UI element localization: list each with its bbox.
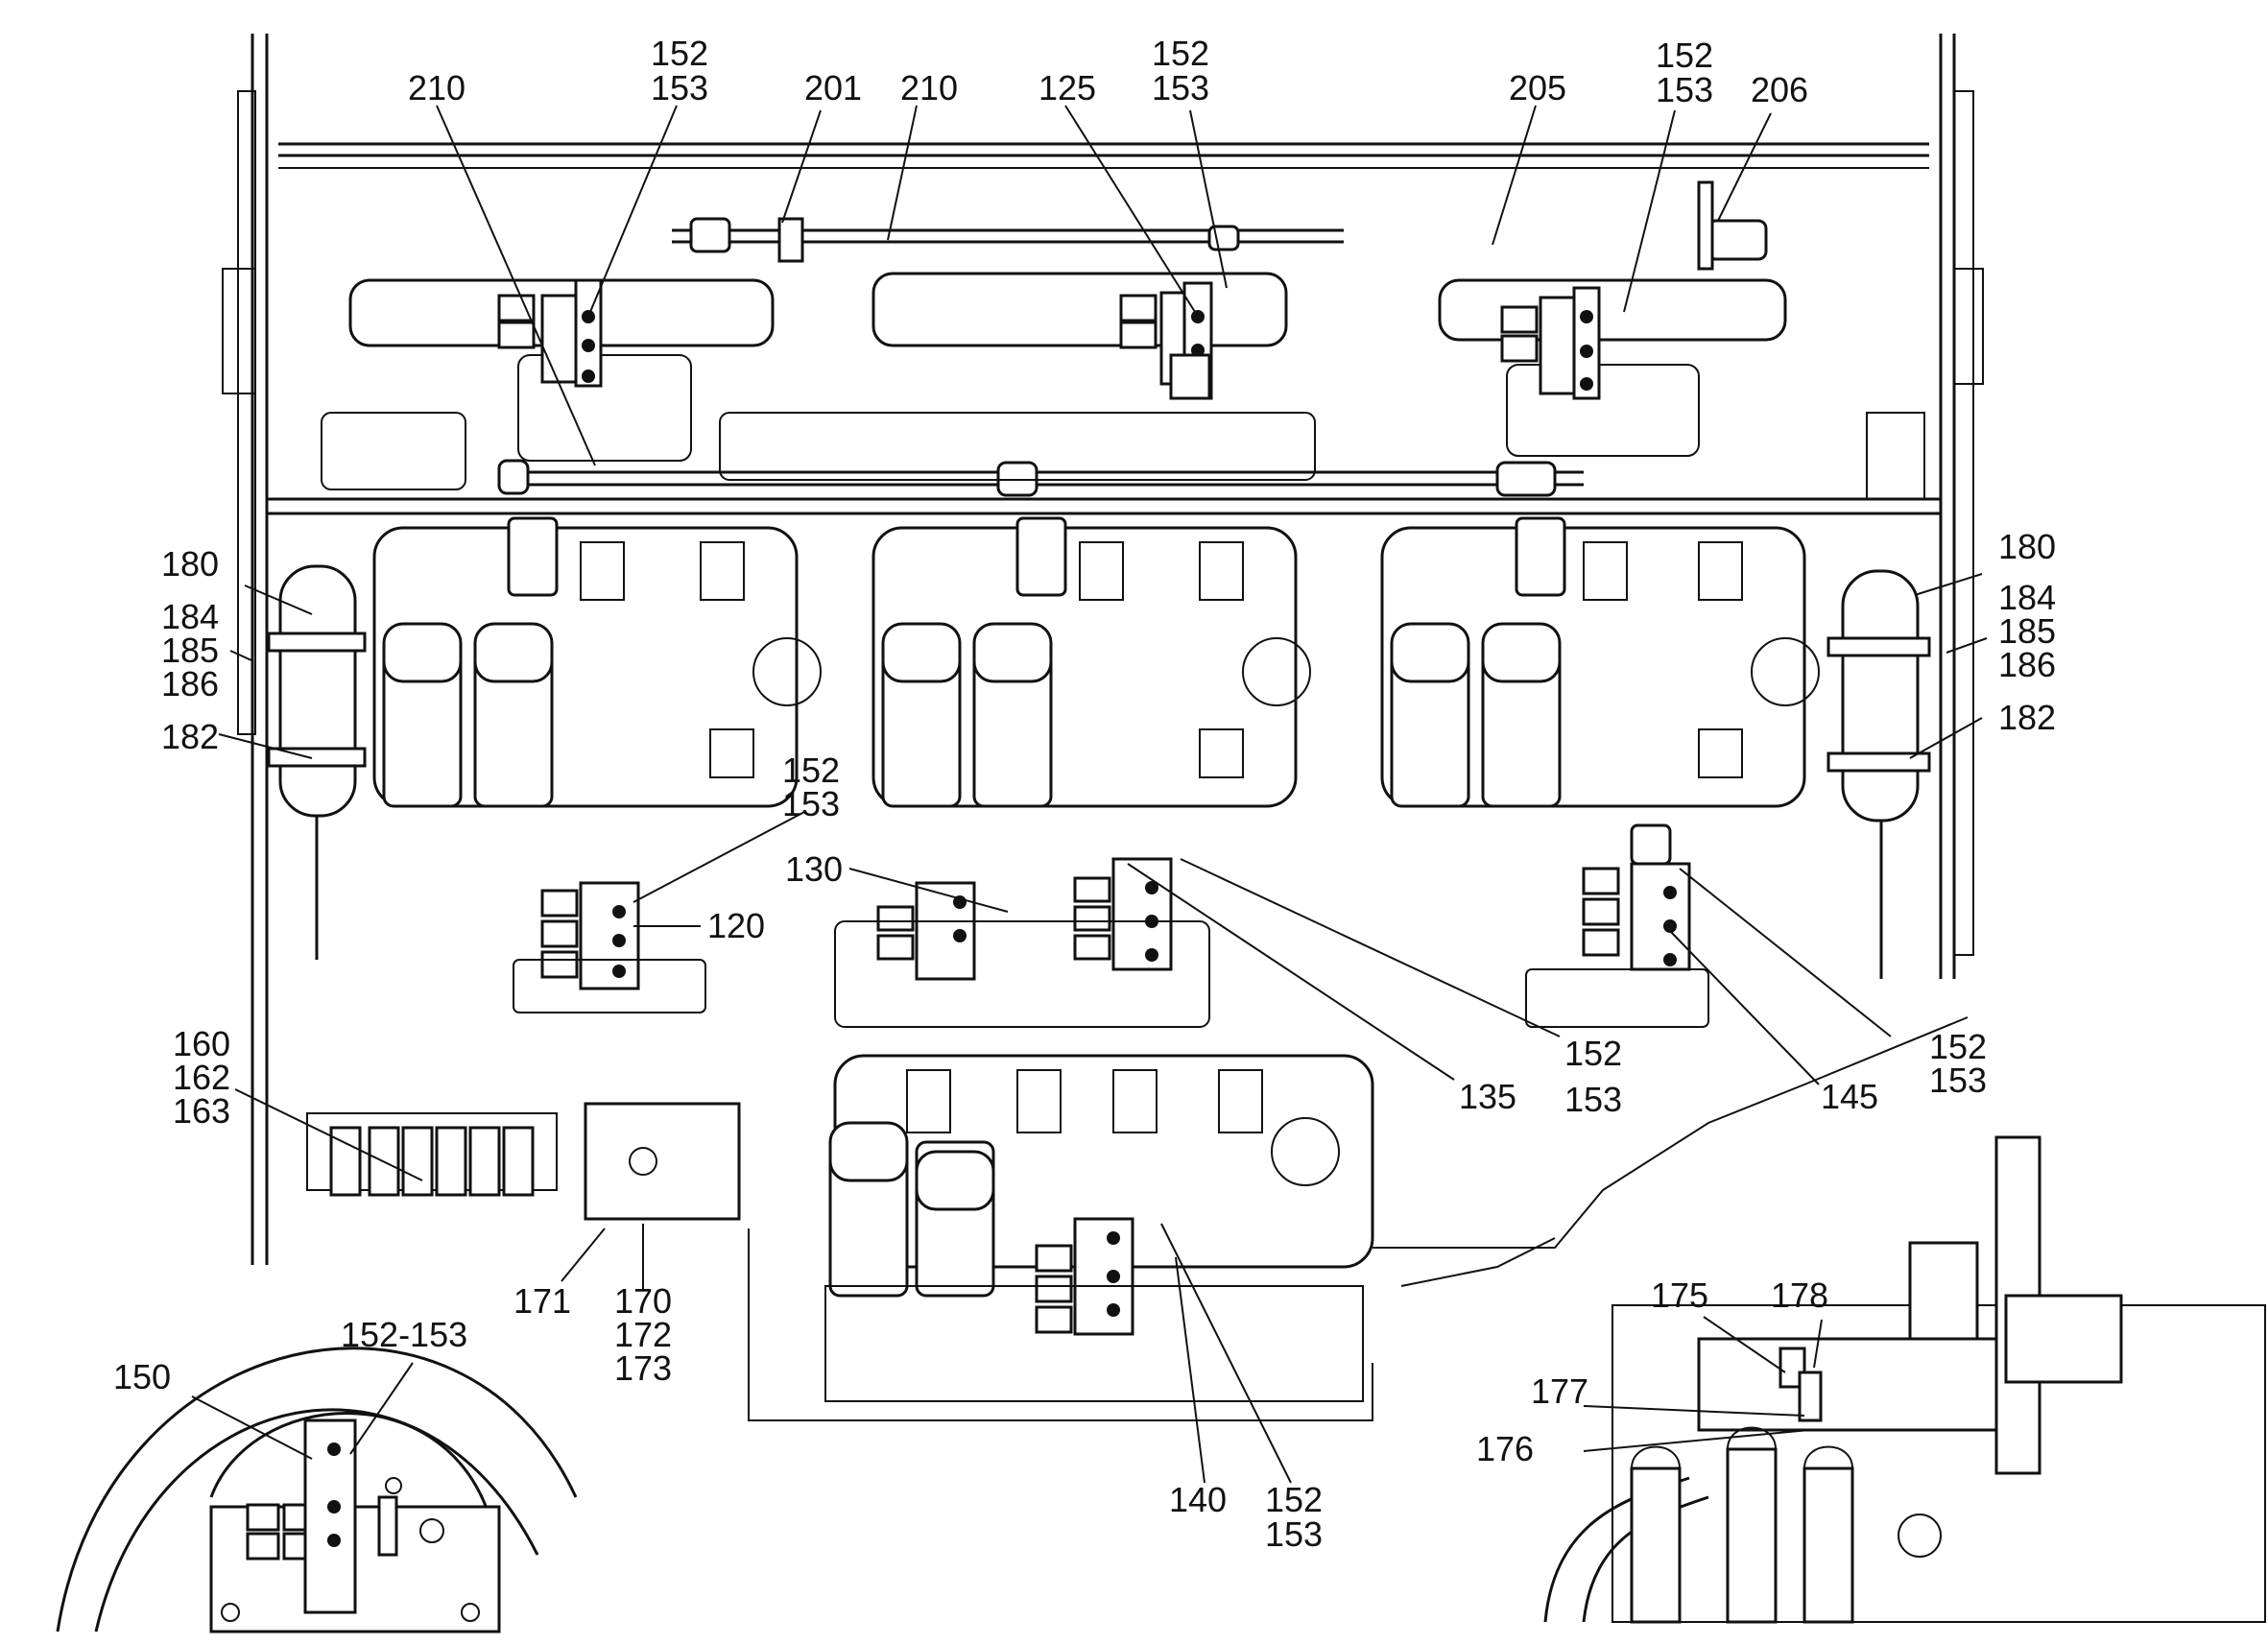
callout-172: 172 — [614, 1315, 672, 1354]
lower-left-valve-bank — [306, 1102, 741, 1221]
callout-184-left: 184 — [161, 597, 219, 636]
callout-210-left: 210 — [408, 68, 466, 107]
callout-163: 163 — [173, 1091, 230, 1131]
callout-labels: 210 152 153 201 210 125 152 153 205 152 … — [113, 34, 2056, 1554]
callout-153-top-left: 153 — [651, 68, 708, 107]
callout-152-bottom: 152 — [1265, 1480, 1323, 1519]
callout-120: 120 — [707, 906, 765, 945]
callout-186-right: 186 — [1998, 645, 2056, 684]
callout-186-left: 186 — [161, 664, 219, 703]
callout-153-bottom: 153 — [1265, 1514, 1323, 1554]
callout-140: 140 — [1169, 1480, 1227, 1519]
callout-177: 177 — [1531, 1371, 1588, 1411]
bottom-valve-stack — [824, 1217, 1364, 1402]
mid-right-valve-stack — [1525, 823, 1709, 1028]
filter-canisters — [382, 622, 1562, 808]
callout-173: 173 — [614, 1348, 672, 1388]
callout-152-153-inset: 152-153 — [341, 1315, 467, 1354]
callout-153-mid-right: 153 — [1929, 1061, 1987, 1100]
top-left-valve-stack — [497, 278, 603, 388]
callout-153-mid-center: 153 — [1564, 1080, 1622, 1119]
mid-left-valve-stack — [513, 881, 706, 1013]
callout-125: 125 — [1039, 68, 1096, 107]
callout-153-mid-left: 153 — [782, 784, 840, 823]
top-right-valve-stack — [1500, 286, 1601, 400]
callout-201: 201 — [804, 68, 862, 107]
callout-170: 170 — [614, 1281, 672, 1321]
callout-180-right: 180 — [1998, 527, 2056, 566]
pump-plates — [372, 516, 1820, 808]
callout-152-mid-center: 152 — [1564, 1034, 1622, 1073]
callout-205: 205 — [1509, 68, 1566, 107]
callout-185-right: 185 — [1998, 611, 2056, 651]
right-accumulator — [1826, 569, 1931, 979]
callout-152-mid-right: 152 — [1929, 1027, 1987, 1066]
callout-152-top-right: 152 — [1656, 36, 1713, 75]
callout-153-top-center: 153 — [1152, 68, 1209, 107]
callout-135: 135 — [1459, 1077, 1516, 1116]
left-accumulator — [267, 564, 367, 960]
lower-outline — [748, 1016, 1969, 1421]
callout-130: 130 — [785, 849, 843, 889]
callout-152-top-center: 152 — [1152, 34, 1209, 73]
callout-150: 150 — [113, 1357, 171, 1396]
inset-detail — [56, 1347, 578, 1633]
callout-171: 171 — [513, 1281, 571, 1321]
callout-206: 206 — [1751, 70, 1808, 109]
mid-center-valve-stacks — [834, 857, 1210, 1028]
callout-162: 162 — [173, 1058, 230, 1097]
callout-160: 160 — [173, 1024, 230, 1063]
callout-185-left: 185 — [161, 631, 219, 670]
callout-184-right: 184 — [1998, 578, 2056, 617]
callout-152-top-left: 152 — [651, 34, 708, 73]
bottom-pump-plate — [828, 1054, 1374, 1298]
callout-210-right: 210 — [900, 68, 958, 107]
callout-152-mid-left: 152 — [782, 751, 840, 790]
leader-lines — [191, 105, 1988, 1484]
callout-178: 178 — [1771, 1275, 1828, 1315]
callout-153-top-right: 153 — [1656, 70, 1713, 109]
bottom-right-detail — [1543, 1135, 2266, 1624]
callout-180-left: 180 — [161, 544, 219, 584]
callout-182-left: 182 — [161, 717, 219, 756]
callout-175: 175 — [1651, 1275, 1708, 1315]
callout-145: 145 — [1821, 1077, 1878, 1116]
callout-176: 176 — [1476, 1429, 1534, 1468]
callout-182-right: 182 — [1998, 698, 2056, 737]
top-center-valve-stack — [1119, 281, 1213, 400]
